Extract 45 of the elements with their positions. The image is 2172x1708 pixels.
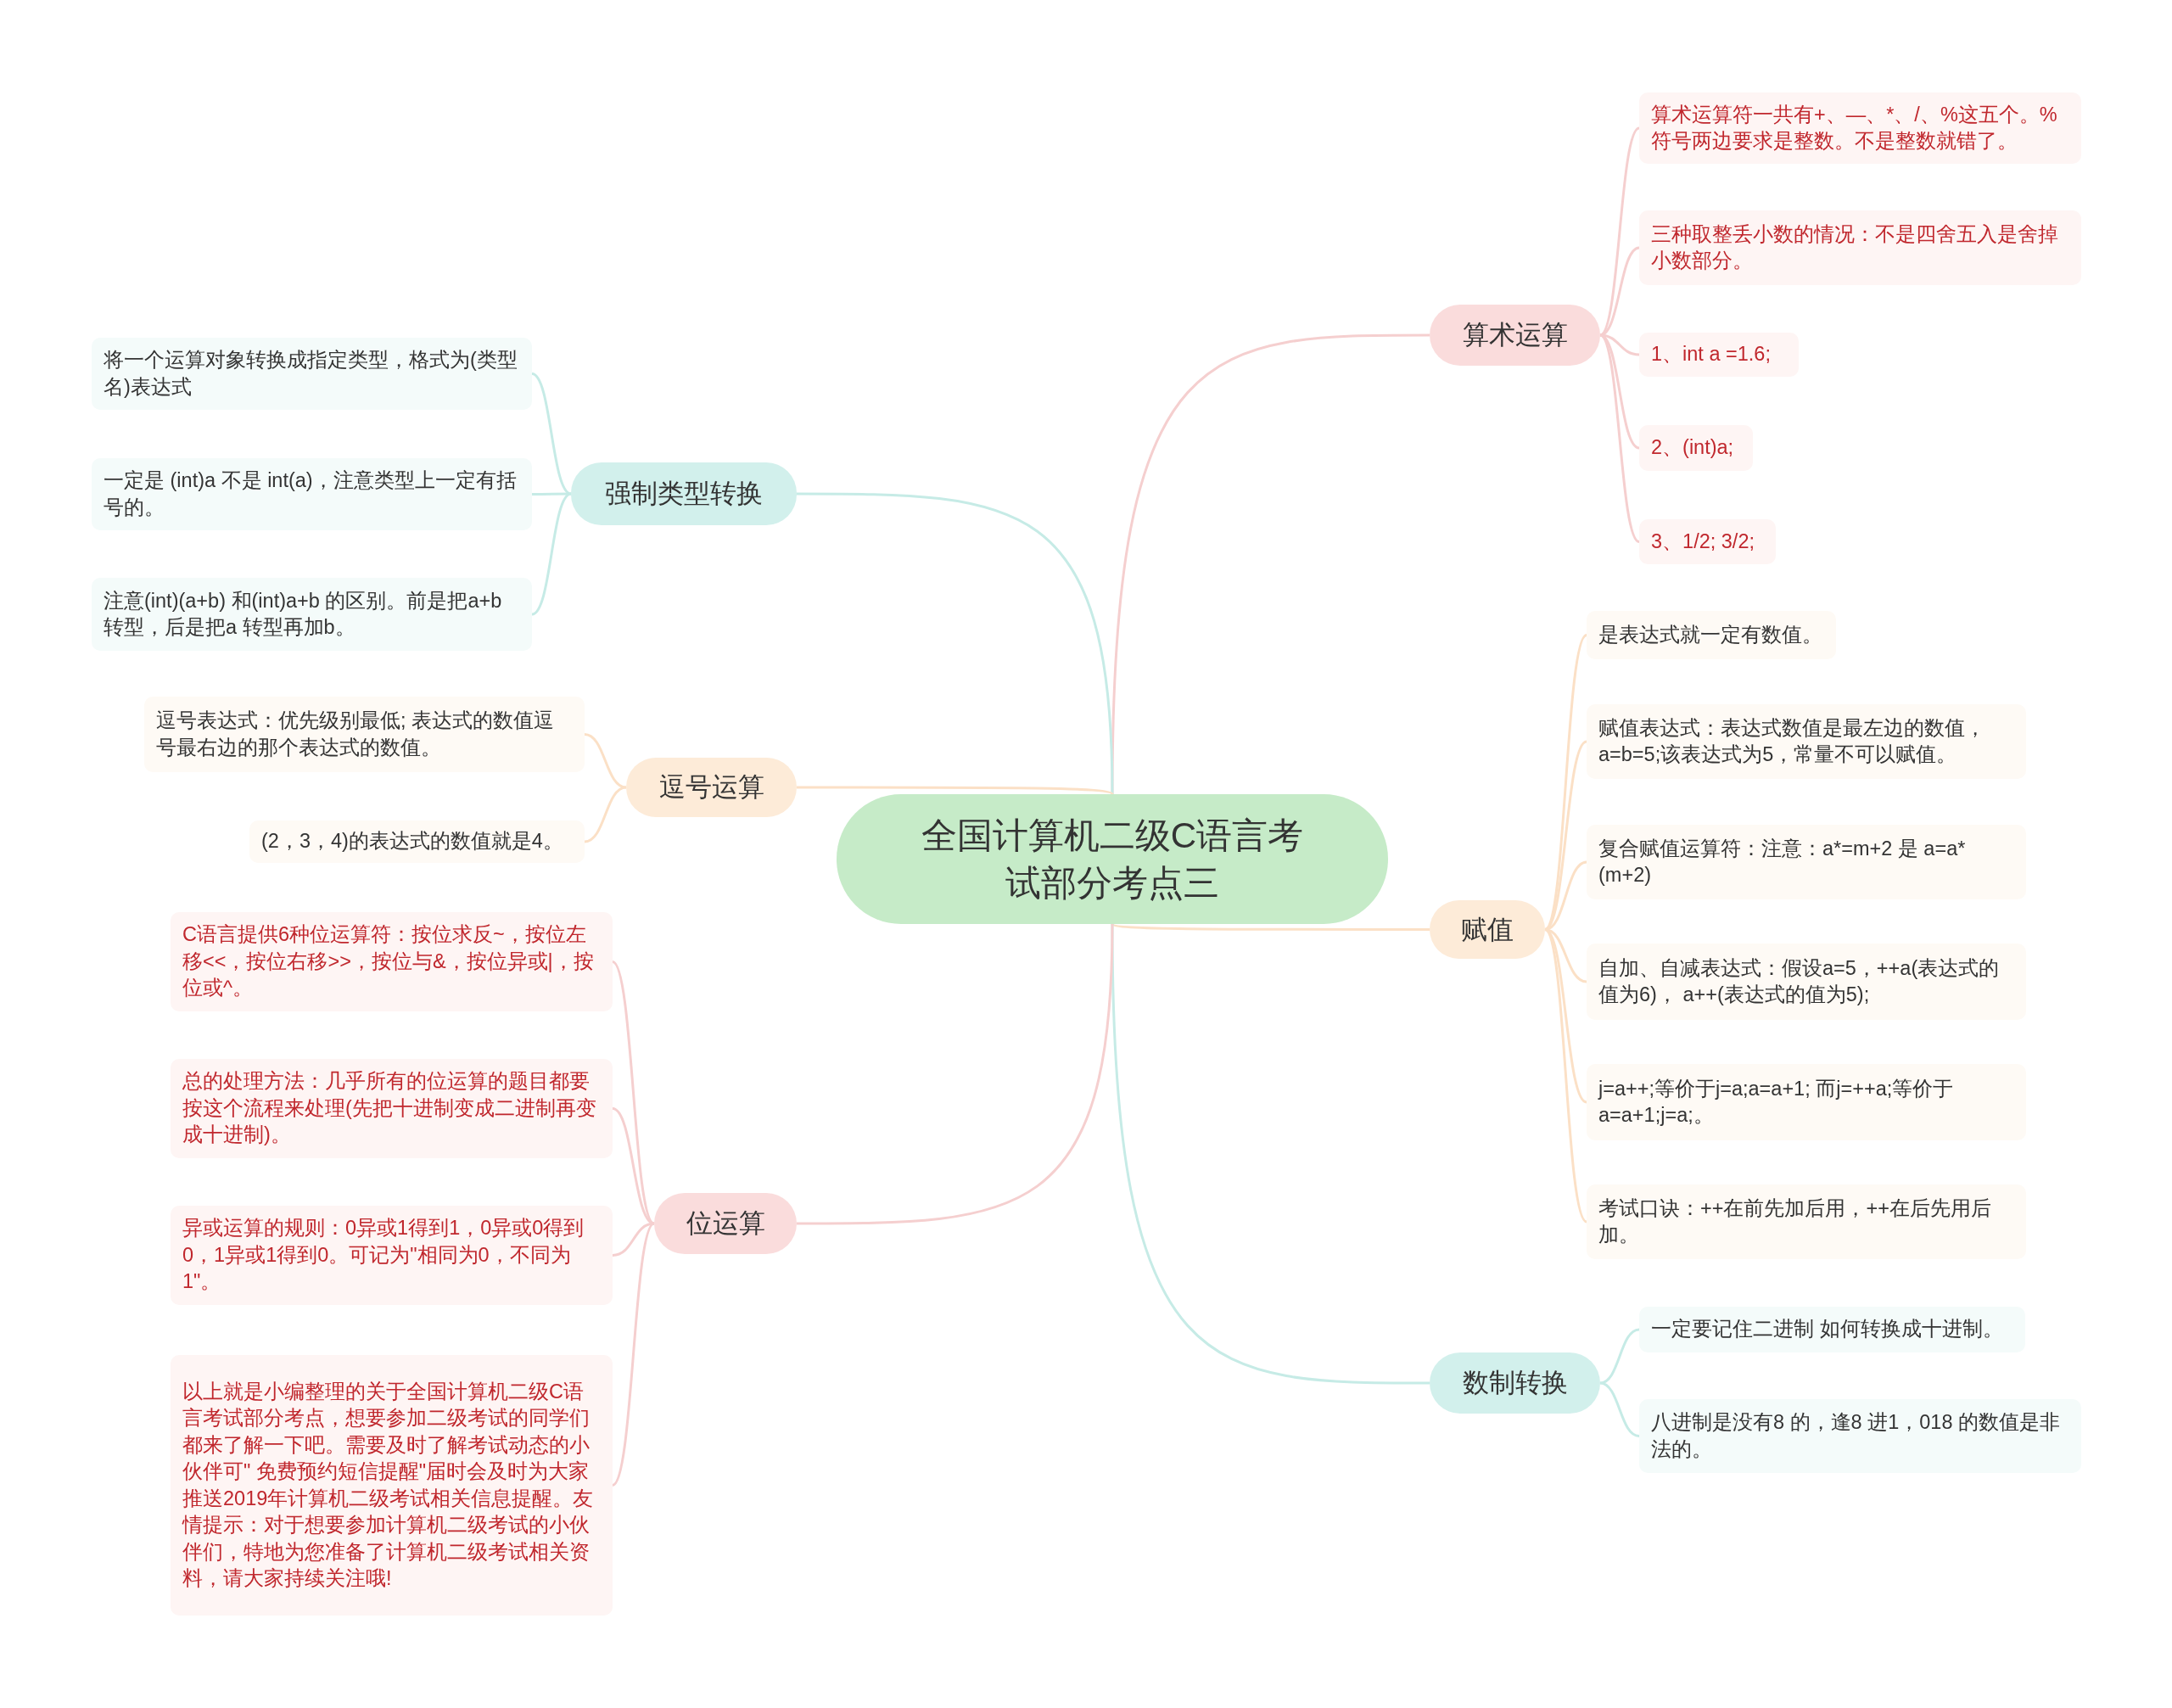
connector-line: [1599, 1328, 1640, 1385]
connector-line: [531, 372, 572, 496]
leaf-note: 1、int a =1.6;: [1639, 333, 1799, 377]
leaf-note: (2，3，4)的表达式的数值就是4。: [249, 820, 585, 863]
branch-topic: 算术运算: [1430, 305, 1600, 366]
leaf-note: 3、1/2; 3/2;: [1639, 519, 1776, 564]
connector-line: [1544, 928, 1587, 1104]
leaf-note: 三种取整丢小数的情况：不是四舍五入是舍掉小数部分。: [1639, 210, 2081, 285]
leaf-note: 以上就是小编整理的关于全国计算机二级C语言考试部分考点，想要参加二级考试的同学们都来了解一下吧。需要及时了解考试动态的小伙伴可" 免费预约短信提醒"届时会及时为大家推送2019年计算机二级考试相关信息提醒。友情提示：对于想要参加计算机二级考试的小伙伴们，特地为您准备了计算机二级考试相关资料，请大家持续关注哦!: [171, 1355, 613, 1616]
branch-topic: 位运算: [654, 1193, 797, 1254]
connector-line: [532, 492, 571, 496]
leaf-note: 算术运算符一共有+、—、*、/、%这五个。%符号两边要求是整数。不是整数就错了。: [1639, 92, 2081, 164]
central-topic: 全国计算机二级C语言考试部分考点三: [837, 794, 1388, 924]
leaf-note: 一定是 (int)a 不是 int(a)，注意类型上一定有括号的。: [92, 458, 532, 530]
leaf-note: 总的处理方法：几乎所有的位运算的题目都要按这个流程来处理(先把十进制变成二进制再变成十进制)。: [171, 1059, 613, 1158]
leaf-note: 注意(int)(a+b) 和(int)a+b 的区别。前是把a+b 转型，后是把a 转型再加b。: [92, 578, 532, 651]
connector-line: [797, 923, 1114, 1225]
leaf-note: 一定要记住二进制 如何转换成十进制。: [1639, 1307, 2025, 1352]
branch-topic: 赋值: [1430, 900, 1545, 959]
branch-topic: 强制类型转换: [571, 462, 797, 525]
connector-line: [797, 492, 1114, 795]
leaf-note: 2、(int)a;: [1639, 425, 1753, 471]
connector-line: [1111, 923, 1430, 1385]
leaf-note: C语言提供6种位运算符：按位求反~，按位左移<<，按位右移>>，按位与&，按位异或|，按位或^。: [171, 912, 613, 1011]
leaf-note: 自加、自减表达式：假设a=5，++a(表达式的值为6)， a++(表达式的值为5);: [1587, 944, 2026, 1020]
leaf-note: 将一个运算对象转换成指定类型，格式为(类型名)表达式: [92, 338, 532, 410]
leaf-note: 赋值表达式：表达式数值是最左边的数值，a=b=5;该表达式为5，常量不可以赋值。: [1587, 704, 2026, 779]
connector-line: [531, 492, 572, 616]
connector-line: [1543, 928, 1588, 1223]
leaf-note: 复合赋值运算符：注意：a*=m+2 是 a=a*(m+2): [1587, 825, 2026, 899]
connector-line: [1599, 1381, 1640, 1437]
leaf-note: 逗号表达式：优先级别最低; 表达式的数值逗号最右边的那个表达式的数值。: [144, 697, 585, 772]
connector-line: [584, 786, 627, 843]
branch-topic: 逗号运算: [626, 758, 797, 817]
connector-line: [797, 786, 1113, 796]
connector-line: [611, 1223, 656, 1487]
leaf-note: 八进制是没有8 的，逢8 进1，018 的数值是非法的。: [1639, 1399, 2081, 1473]
leaf-note: j=a++;等价于j=a;a=a+1; 而j=++a;等价于a=a+1;j=a;。: [1587, 1064, 2026, 1140]
leaf-note: 考试口诀：++在前先加后用，++在后先用后加。: [1587, 1184, 2026, 1259]
connector-line: [584, 733, 627, 789]
connector-line: [1111, 922, 1430, 931]
branch-topic: 数制转换: [1430, 1352, 1600, 1414]
connector-line: [1543, 634, 1588, 931]
leaf-note: 是表达式就一定有数值。: [1587, 611, 1836, 659]
leaf-note: 异或运算的规则：0异或1得到1，0异或0得到0，1异或1得到0。可记为"相同为0，不同为1"。: [171, 1206, 613, 1305]
